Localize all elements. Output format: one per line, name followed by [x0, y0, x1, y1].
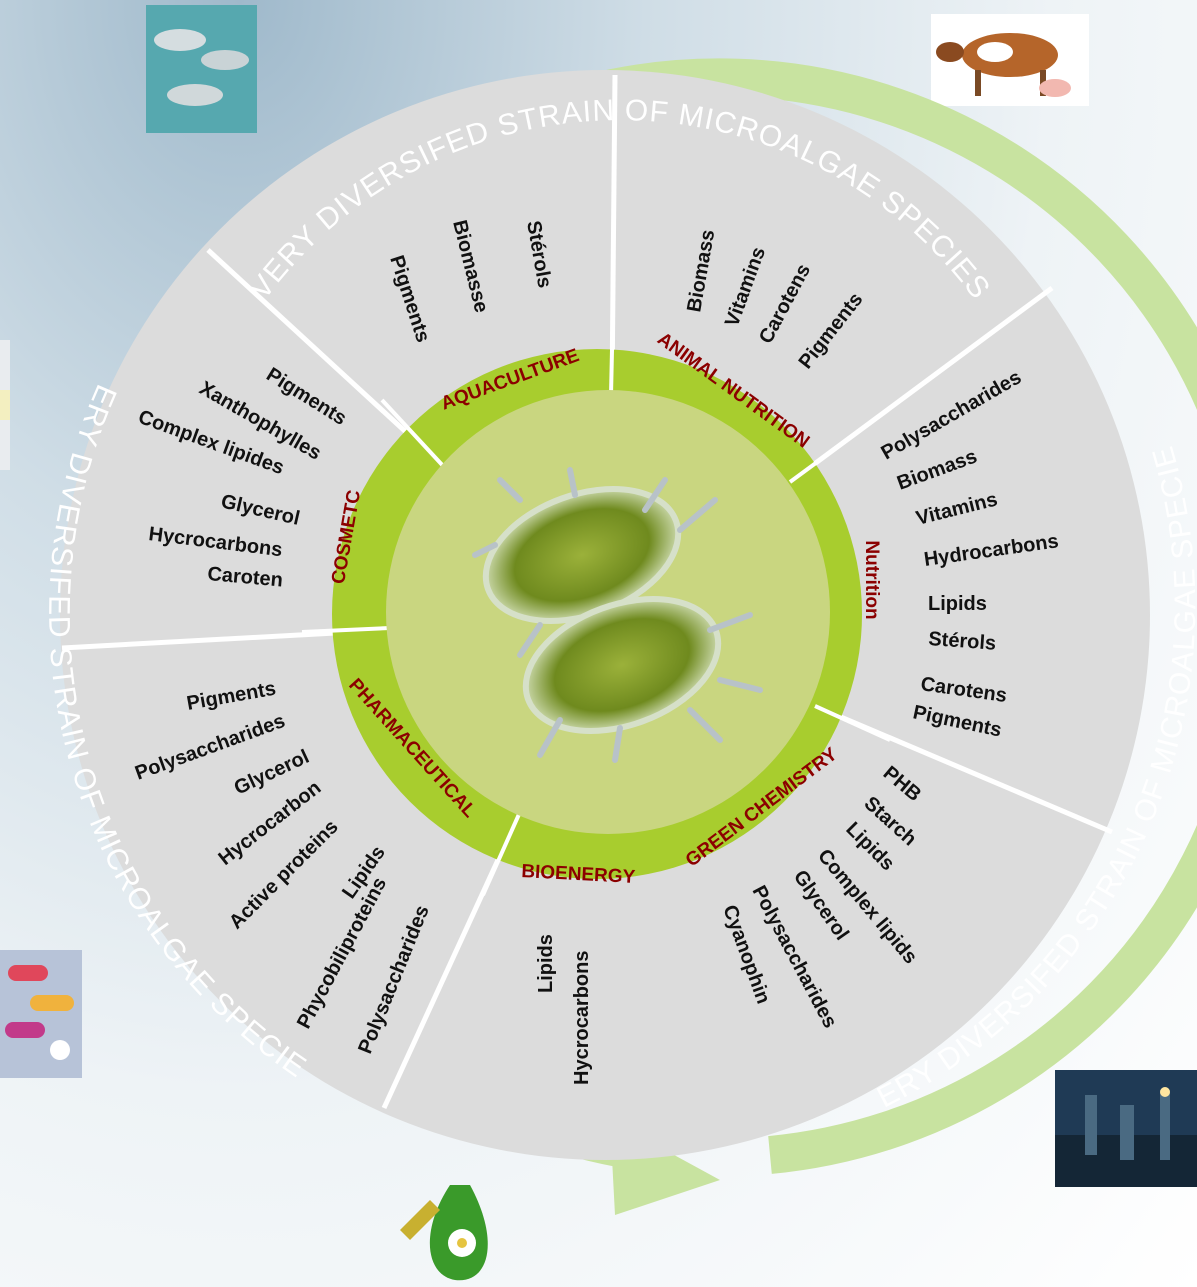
refinery-image	[1055, 1070, 1197, 1187]
biofuel-drop-icon	[400, 1185, 488, 1281]
microalgae-icon	[472, 467, 763, 763]
ring-dividers	[301, 304, 891, 896]
cattle-image	[931, 14, 1089, 106]
sector-label-nutrition: Nutrition	[861, 540, 882, 619]
product-label: Hycrocarbons	[571, 951, 593, 1086]
product-label: Lipids	[928, 593, 987, 615]
product-label: Stérols	[928, 628, 997, 655]
cosmetic-jar-image	[0, 340, 10, 470]
pills-image	[0, 950, 82, 1078]
product-label: Lipids	[535, 934, 557, 993]
fish-image	[146, 5, 257, 133]
